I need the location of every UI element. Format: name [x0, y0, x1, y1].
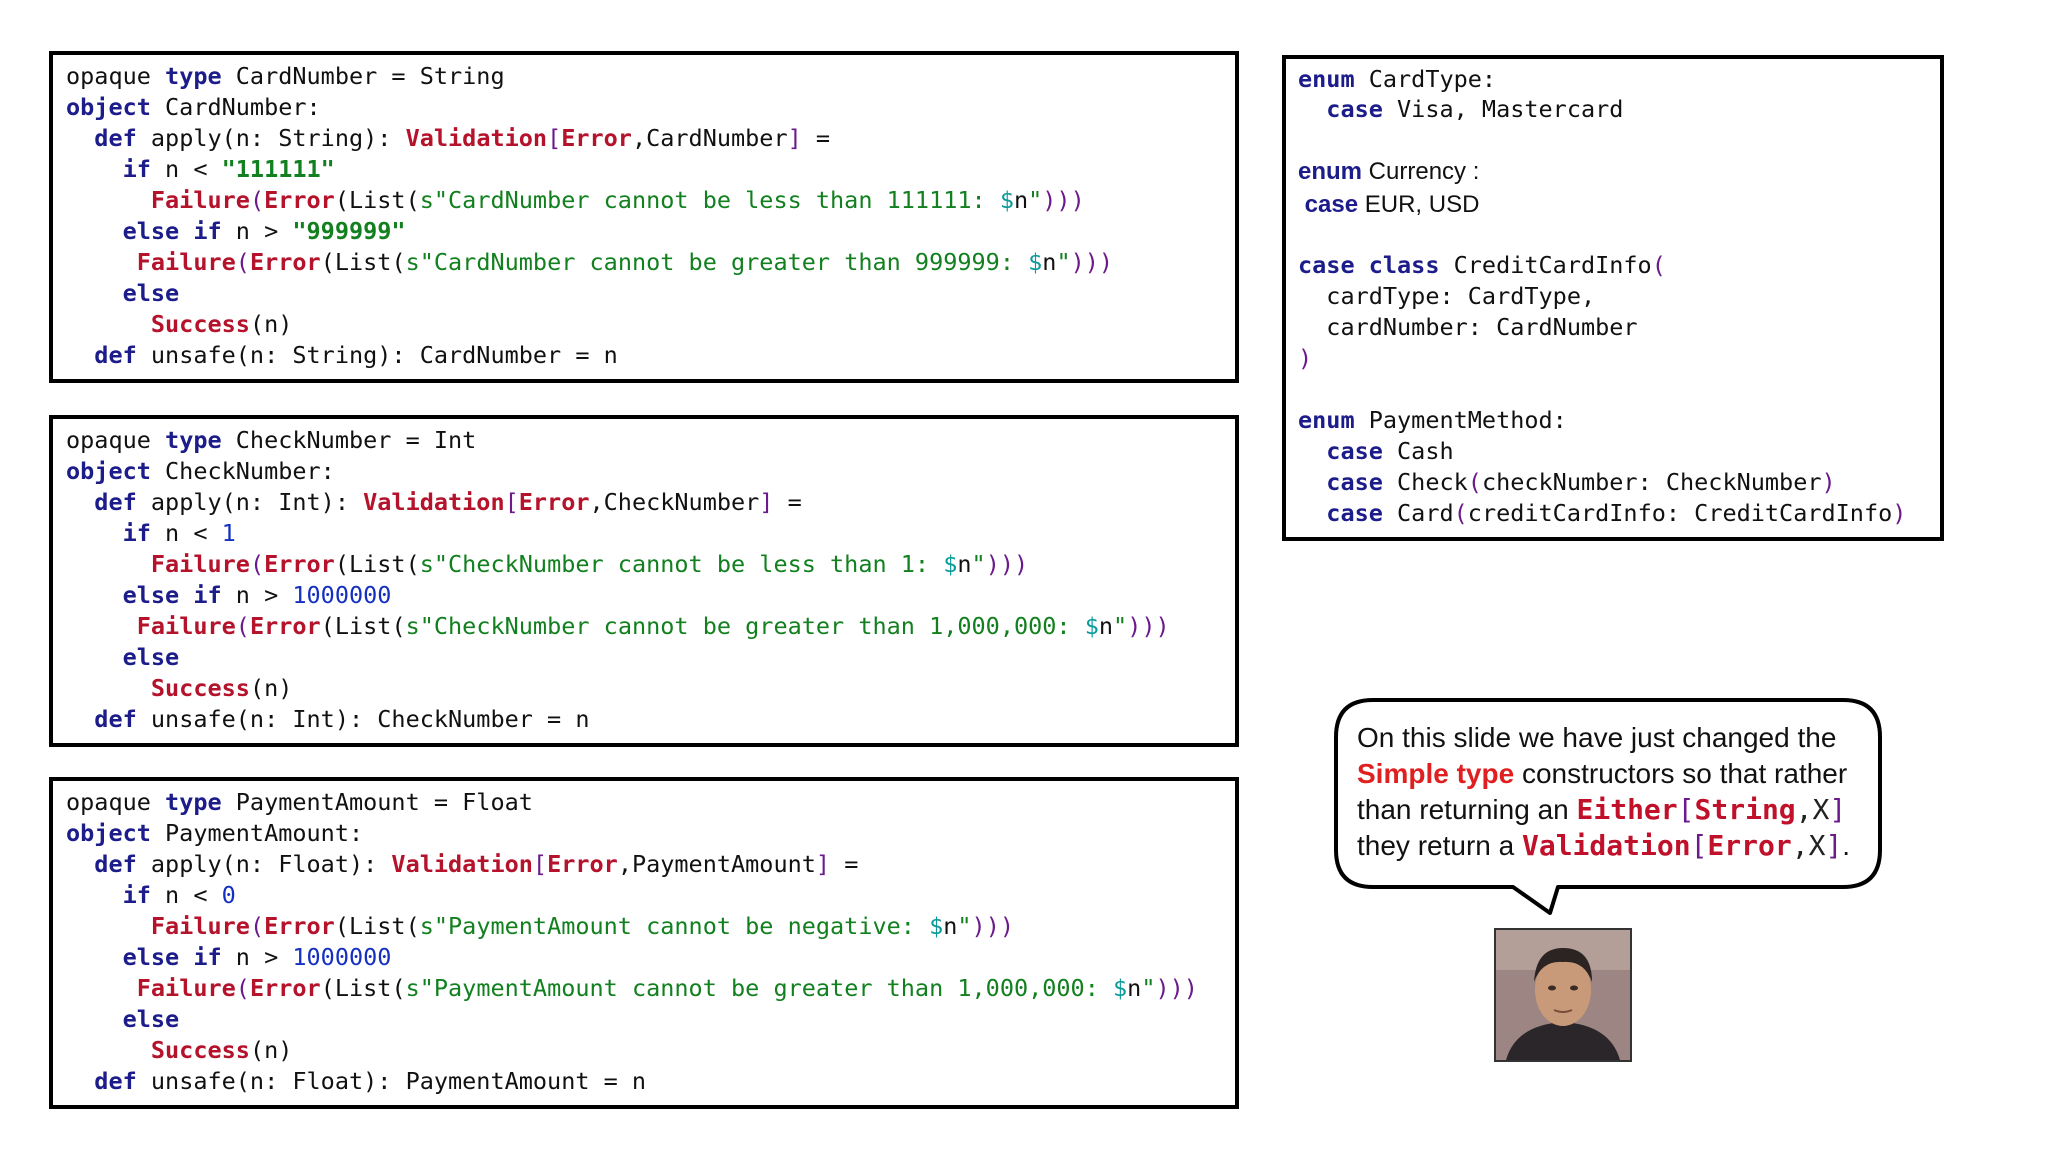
creditcardinfo-name: CreditCardInfo — [1439, 251, 1652, 279]
kw-enum: enum — [1298, 65, 1355, 93]
case-card-args: creditCardInfo: CreditCardInfo — [1467, 499, 1893, 527]
either-close: ] — [1829, 793, 1847, 826]
currency-cases: EUR, USD — [1358, 191, 1480, 218]
card-number-line-6: else if n > "999999" — [122, 217, 406, 245]
validation-type: Validation — [1521, 829, 1691, 862]
code-panel-check-number — [49, 415, 1239, 747]
payment-name: PaymentMethod: — [1354, 406, 1567, 434]
error-type: Error — [1707, 829, 1792, 862]
check-number-line-7: Failure(Error(List(s"CheckNumber cannot … — [136, 612, 1170, 640]
avatar — [1494, 928, 1632, 1062]
card-number-line-7: Failure(Error(List(s"CardNumber cannot b… — [136, 248, 1114, 276]
field-cardnumber: cardNumber: CardNumber — [1298, 313, 1638, 341]
bubble-line-4: they return a — [1357, 830, 1522, 861]
code-panel-payment-amount — [49, 777, 1239, 1109]
currency-name: Currency : — [1362, 158, 1480, 185]
payment-amount-line-10: def unsafe(n: Float): PaymentAmount = n — [94, 1067, 647, 1095]
kw-case-currency: case — [1304, 191, 1359, 218]
bubble-line-2: constructors so that rather — [1514, 758, 1848, 789]
simple-type-highlight: Simple type — [1357, 758, 1515, 789]
check-number-line-8: else — [122, 643, 180, 671]
bubble-period: . — [1842, 830, 1851, 861]
payment-amount-line-9: Success(n) — [150, 1036, 293, 1064]
payment-amount-line-8: else — [122, 1005, 180, 1033]
bubble-line-1: On this slide we have just changed the — [1357, 722, 1837, 753]
card-number-line-4: if n < "111111" — [122, 155, 335, 183]
case-check: Check — [1382, 468, 1468, 496]
payment-amount-line-1: opaque type PaymentAmount = Float — [66, 788, 533, 816]
kw-enum-currency: enum — [1298, 158, 1363, 185]
code-card-number: opaque type CardNumber = String object Ca… — [66, 61, 1226, 371]
either-x: ,X — [1795, 793, 1830, 826]
cardtype-cases: Visa, Mastercard — [1382, 95, 1624, 123]
field-cardtype: cardType: CardType, — [1298, 282, 1596, 310]
either-open: [ — [1677, 793, 1695, 826]
card-number-line-1: opaque type CardNumber = String — [66, 62, 505, 90]
card-number-line-3: def apply(n: String): Validation[Error,C… — [94, 124, 831, 152]
cardtype-name: CardType: — [1354, 65, 1497, 93]
check-number-line-10: def unsafe(n: Int): CheckNumber = n — [94, 705, 590, 733]
case-cash: Cash — [1382, 437, 1454, 465]
payment-amount-line-3: def apply(n: Float): Validation[Error,Pa… — [94, 850, 859, 878]
check-number-line-2: object CheckNumber: — [66, 457, 335, 485]
string-type: String — [1694, 793, 1796, 826]
speech-bubble — [1334, 698, 1882, 915]
code-panel-types — [1282, 55, 1944, 541]
validation-x: ,X — [1791, 829, 1826, 862]
check-number-line-1: opaque type CheckNumber = Int — [66, 426, 477, 454]
code-panel-card-number — [49, 51, 1239, 383]
card-number-line-5: Failure(Error(List(s"CardNumber cannot b… — [150, 186, 1085, 214]
kw-case-cash: case — [1326, 437, 1383, 465]
kw-case-check: case — [1326, 468, 1383, 496]
bubble-text: On this slide we have just changed the S… — [1357, 720, 1867, 864]
either-type: Either — [1576, 793, 1678, 826]
card-number-line-10: def unsafe(n: String): CardNumber = n — [94, 341, 618, 369]
bubble-line-3: than returning an — [1357, 794, 1577, 825]
presenter-photo-icon — [1496, 930, 1630, 1060]
case-check-args: checkNumber: CheckNumber — [1481, 468, 1822, 496]
check-number-line-6: else if n > 1000000 — [122, 581, 392, 609]
kw-case-card: case — [1326, 499, 1383, 527]
close-paren: ) — [1298, 344, 1313, 372]
card-number-line-8: else — [122, 279, 180, 307]
kw-case-class: case class — [1298, 251, 1440, 279]
card-number-line-2: object CardNumber: — [66, 93, 321, 121]
code-payment-amount: opaque type PaymentAmount = Float object … — [66, 787, 1226, 1097]
validation-close: ] — [1825, 829, 1843, 862]
check-number-line-4: if n < 1 — [122, 519, 236, 547]
payment-amount-line-2: object PaymentAmount: — [66, 819, 364, 847]
kw-enum-payment: enum — [1298, 406, 1355, 434]
payment-amount-line-7: Failure(Error(List(s"PaymentAmount canno… — [136, 974, 1198, 1002]
payment-amount-line-5: Failure(Error(List(s"PaymentAmount canno… — [150, 912, 1014, 940]
check-number-line-9: Success(n) — [150, 674, 293, 702]
validation-open: [ — [1690, 829, 1708, 862]
case-card: Card — [1382, 499, 1454, 527]
kw-case: case — [1326, 95, 1383, 123]
code-types: enum CardType: case Visa, Mastercard enu… — [1298, 65, 1907, 527]
card-number-line-9: Success(n) — [150, 310, 293, 338]
check-number-line-3: def apply(n: Int): Validation[Error,Chec… — [94, 488, 802, 516]
open-paren: ( — [1651, 251, 1666, 279]
check-number-line-5: Failure(Error(List(s"CheckNumber cannot … — [150, 550, 1029, 578]
payment-amount-line-6: else if n > 1000000 — [122, 943, 392, 971]
payment-amount-line-4: if n < 0 — [122, 881, 236, 909]
code-check-number: opaque type CheckNumber = Int object Chec… — [66, 425, 1226, 735]
